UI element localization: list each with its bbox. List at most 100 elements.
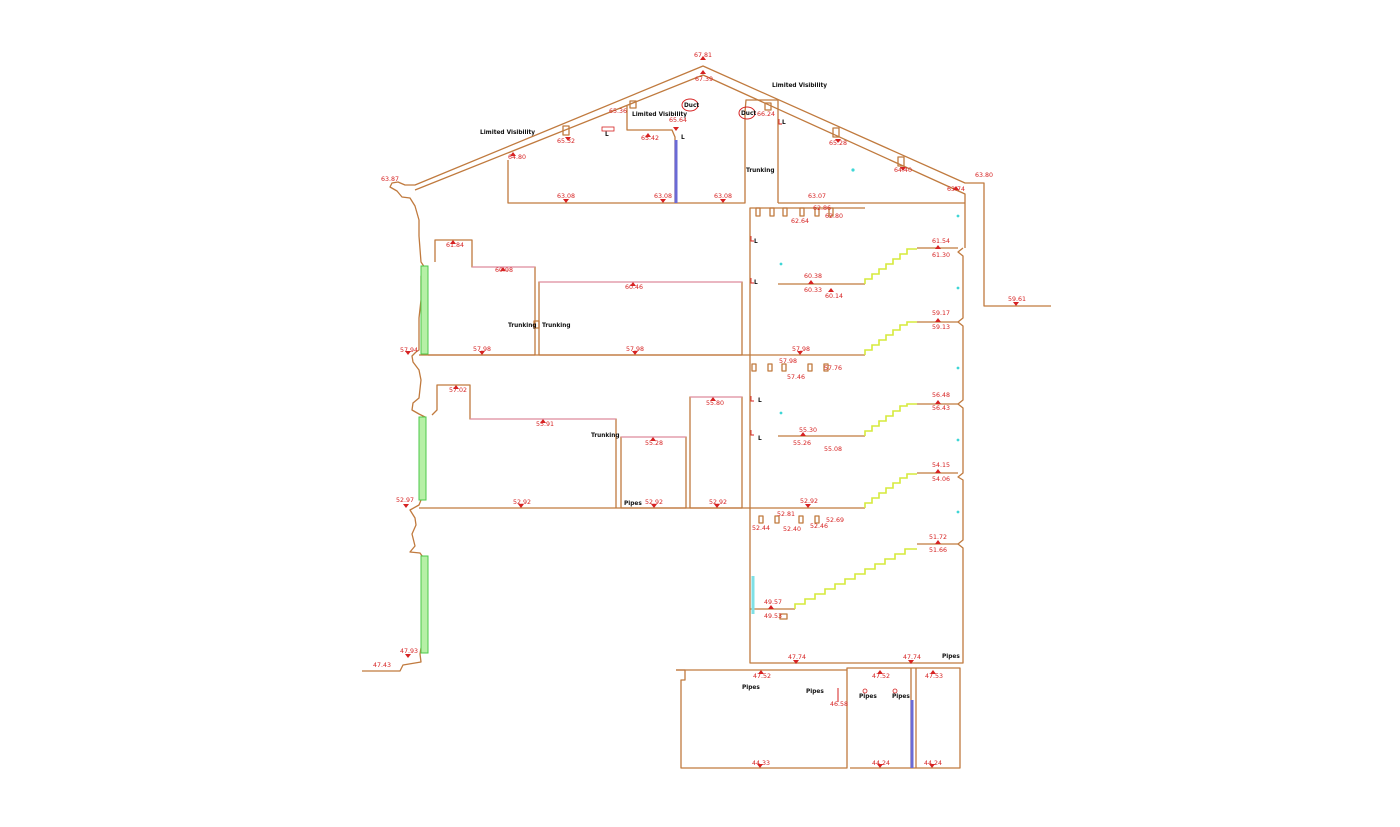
attic-left-room — [507, 99, 778, 204]
level-label-55-80: 55.80 — [706, 400, 724, 407]
attic-strut-5 — [764, 102, 772, 111]
level-marker — [929, 764, 935, 768]
attic-marker-box — [601, 126, 615, 132]
level-label-63-08-b: 63.08 — [654, 193, 672, 200]
level-label-52-92-c: 52.92 — [709, 499, 727, 506]
level-marker — [800, 432, 806, 436]
level-marker — [673, 127, 679, 131]
attic-strut-4 — [629, 100, 637, 109]
level-marker — [565, 137, 571, 141]
trunking-box — [533, 320, 540, 329]
note-pipes-basement-4: Pipes — [892, 694, 910, 700]
level-label-52-92-d: 52.92 — [800, 498, 818, 505]
l-tick — [750, 278, 754, 284]
level-marker — [758, 670, 764, 674]
core-post-12 — [758, 515, 764, 524]
level-marker — [935, 245, 941, 249]
core-post-5 — [823, 363, 829, 372]
note-l-core-3: L — [758, 398, 762, 404]
level-marker — [835, 139, 841, 143]
note-l-attic-3: L — [782, 120, 786, 126]
attic — [507, 99, 965, 204]
left-room-upper-b — [538, 281, 743, 356]
note-pipes-core: Pipes — [942, 654, 960, 660]
level-marker — [768, 605, 774, 609]
note-limited-visibility-left: Limited Visibility — [480, 130, 535, 136]
cyan-point-5 — [956, 438, 960, 442]
level-labels: 67.81 67.39 65.36 65.64 66.24 65.42 65.3… — [373, 52, 1026, 767]
level-label-59-61: 59.61 — [1008, 296, 1026, 303]
duct-circle-1 — [681, 98, 699, 112]
level-label-55-91: 55.91 — [536, 421, 554, 428]
note-trunking-attic: Trunking — [746, 168, 775, 174]
level-label-60-98: 60.98 — [495, 267, 513, 274]
level-label-55-28: 55.28 — [645, 440, 663, 447]
core-box-bottom — [779, 613, 788, 620]
window-lower — [420, 555, 429, 654]
level-label-65-36: 65.36 — [609, 108, 627, 115]
level-label-60-33: 60.33 — [804, 287, 822, 294]
level-label-56-43: 56.43 — [932, 405, 950, 412]
level-label-57-46: 57.46 — [787, 374, 805, 381]
level-label-52-97: 52.97 — [396, 497, 414, 504]
level-marker — [900, 167, 906, 171]
level-label-44-24-a: 44.24 — [872, 760, 890, 767]
level-label-44-33: 44.33 — [752, 760, 770, 767]
level-label-59-17: 59.17 — [932, 310, 950, 317]
level-marker — [1013, 302, 1019, 306]
level-marker — [450, 240, 456, 244]
attic-strut-3 — [897, 156, 905, 167]
level-label-60-14: 60.14 — [825, 293, 843, 300]
level-marker — [650, 437, 656, 441]
core-post-1 — [751, 363, 757, 372]
stair-flight-5 — [794, 548, 917, 609]
level-label-66-24: 66.24 — [757, 111, 775, 118]
left-room-middle-b — [620, 436, 687, 509]
level-marker — [510, 152, 516, 156]
level-marker — [808, 280, 814, 284]
level-label-47-52-b: 47.52 — [872, 673, 890, 680]
left-room-middle-c — [689, 396, 743, 509]
level-marker — [479, 351, 485, 355]
level-label-57-98-c: 57.98 — [792, 346, 810, 353]
attic-strut-1 — [562, 125, 570, 136]
level-marker — [645, 133, 651, 137]
level-marker — [908, 660, 914, 664]
level-label-57-98-b: 57.98 — [626, 346, 644, 353]
core-post-11 — [828, 207, 834, 217]
cyan-point-1 — [851, 168, 855, 172]
note-trunking-left: Trunking — [508, 323, 537, 329]
outer-walls — [362, 65, 1051, 672]
level-marker — [540, 419, 546, 423]
note-l-attic-box: L — [603, 129, 607, 135]
basement-outline — [676, 667, 961, 769]
level-label-59-13: 59.13 — [932, 324, 950, 331]
duct-circle-2 — [738, 106, 756, 120]
left-room-middle — [431, 384, 617, 508]
cyan-point-7 — [779, 262, 783, 266]
left-room-upper — [428, 239, 536, 356]
level-label-65-42: 65.42 — [641, 135, 659, 142]
level-label-62-80: 62.80 — [825, 213, 843, 220]
level-marker — [935, 469, 941, 473]
window-middle — [418, 416, 427, 501]
core-post-9 — [799, 207, 805, 217]
note-l-core-1: L — [754, 239, 758, 245]
level-label-63-87: 63.87 — [381, 176, 399, 183]
level-label-54-06: 54.06 — [932, 476, 950, 483]
core-post-15 — [814, 515, 820, 524]
level-marker — [757, 764, 763, 768]
level-label-67-81: 67.81 — [694, 52, 712, 59]
level-label-47-43: 47.43 — [373, 662, 391, 669]
level-marker — [877, 670, 883, 674]
stair-flight-3 — [864, 403, 917, 436]
level-marker — [953, 186, 959, 190]
level-label-55-30: 55.30 — [799, 427, 817, 434]
level-marker — [405, 351, 411, 355]
level-label-57-94: 57.94 — [400, 347, 418, 354]
core-post-10 — [814, 207, 820, 217]
level-marker — [720, 199, 726, 203]
stair-flight-1 — [864, 248, 917, 284]
core-post-2 — [767, 363, 773, 372]
